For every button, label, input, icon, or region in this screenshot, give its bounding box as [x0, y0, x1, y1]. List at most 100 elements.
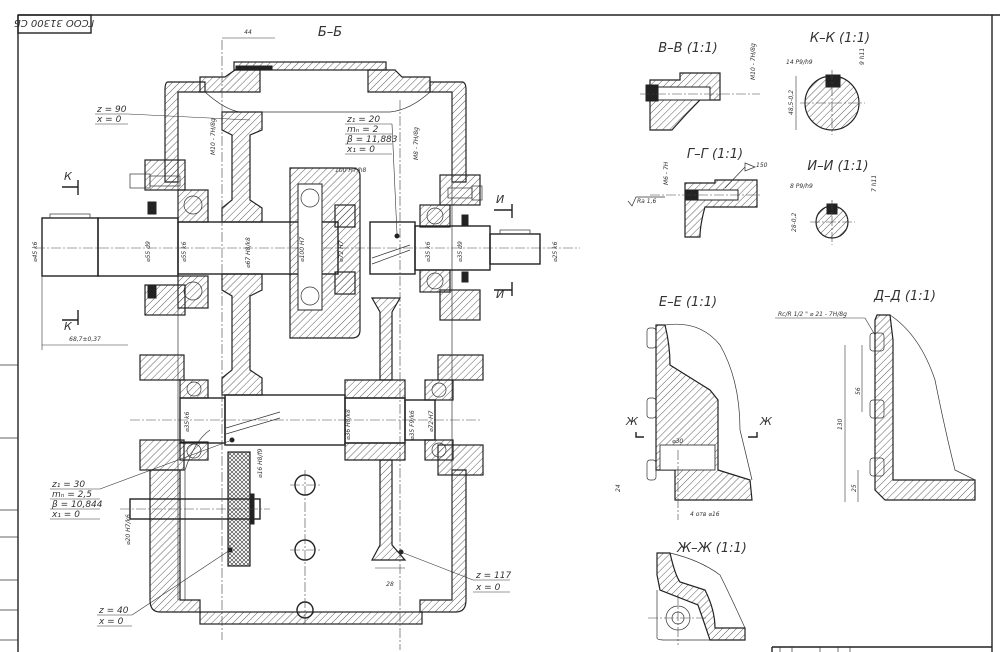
- svg-text:⌀100 H7: ⌀100 H7: [299, 237, 306, 262]
- view-g-g: Г–Г (1:1) M6 - 7H Ra 1,6 150: [627, 147, 768, 238]
- svg-text:mₙ = 2,5: mₙ = 2,5: [52, 490, 92, 500]
- dimension-labels-upper: ⌀45 k6 ⌀55 d9 ⌀55 k6 ⌀67 H8/k8 ⌀100 H7 1…: [32, 118, 559, 268]
- gear-table-z1-20: z₁ = 20 mₙ = 2 β = 11,883 x₁ = 0: [345, 115, 398, 235]
- svg-text:β = 11,883: β = 11,883: [346, 135, 398, 145]
- svg-text:⌀30: ⌀30: [672, 438, 683, 445]
- svg-text:β = 10,844: β = 10,844: [51, 500, 103, 510]
- svg-text:z = 90: z = 90: [96, 105, 127, 115]
- dimension-44: 44: [222, 29, 275, 39]
- gear-table-z1-30: z₁ = 30 mₙ = 2,5 β = 10,844 x₁ = 0: [50, 439, 233, 520]
- svg-text:⌀20 H7/k6: ⌀20 H7/k6: [125, 514, 132, 545]
- svg-text:7 h11: 7 h11: [871, 175, 878, 192]
- svg-text:В–В (1:1): В–В (1:1): [658, 41, 718, 56]
- svg-text:Г–Г (1:1): Г–Г (1:1): [687, 147, 743, 162]
- svg-text:M10 - 7H/8g: M10 - 7H/8g: [750, 43, 757, 80]
- svg-text:⌀35 d9: ⌀35 d9: [457, 241, 464, 262]
- svg-text:⌀72 H7: ⌀72 H7: [338, 240, 345, 262]
- svg-text:28-0,2: 28-0,2: [791, 212, 798, 232]
- svg-text:4 отв ⌀16: 4 отв ⌀16: [690, 511, 720, 518]
- svg-text:⌀72 H7: ⌀72 H7: [428, 410, 435, 432]
- svg-text:M10 - 7H/8g: M10 - 7H/8g: [210, 118, 217, 155]
- svg-text:⌀25 k6: ⌀25 k6: [552, 241, 559, 262]
- bearing-left-bottom: [177, 275, 209, 309]
- svg-text:130: 130: [837, 418, 844, 430]
- pinion-shaft-upper: [369, 185, 541, 293]
- stamp-box: ГСОО 31300 СБ: [14, 14, 94, 34]
- svg-text:M8 - 7H/8g: M8 - 7H/8g: [413, 127, 420, 160]
- title-block: [771, 646, 992, 652]
- view-v-v: В–В (1:1) M10 - 7H/8g: [640, 41, 760, 131]
- svg-text:К: К: [64, 320, 73, 333]
- svg-text:14 P9/h9: 14 P9/h9: [786, 59, 813, 66]
- svg-text:И–И (1:1): И–И (1:1): [807, 159, 868, 174]
- svg-text:Rc/R 1/2 " ⌀ 21 - 7H/8g: Rc/R 1/2 " ⌀ 21 - 7H/8g: [778, 311, 847, 318]
- svg-text:⌀16 H8/f9: ⌀16 H8/f9: [257, 448, 264, 478]
- svg-text:9 h11: 9 h11: [859, 48, 866, 65]
- gearbox-housing: [139, 61, 484, 625]
- sheet-frame: [0, 14, 1000, 652]
- lower-shaft: [130, 379, 480, 461]
- view-i-i: И–И (1:1) 8 P9/h9 7 h11 28-0,2: [790, 159, 878, 245]
- svg-text:x = 0: x = 0: [98, 617, 124, 627]
- gear-z90: [221, 111, 263, 396]
- section-marker-i-bottom: И: [494, 282, 513, 301]
- dimension-shaft-length: 68,7±0,37: [41, 276, 128, 350]
- svg-text:z₁ = 30: z₁ = 30: [51, 480, 85, 490]
- svg-text:К: К: [64, 170, 73, 183]
- svg-text:Ж–Ж (1:1): Ж–Ж (1:1): [676, 541, 747, 556]
- svg-text:x₁ = 0: x₁ = 0: [346, 145, 375, 155]
- view-zh-zh: Ж–Ж (1:1): [648, 541, 747, 645]
- gear-table-z40: z = 40 x = 0: [97, 549, 231, 627]
- svg-text:z = 40: z = 40: [98, 606, 129, 616]
- section-marker-k-top: К: [62, 170, 79, 195]
- stamp-text: ГСОО 31300 СБ: [14, 17, 94, 28]
- svg-text:И: И: [496, 193, 504, 206]
- svg-text:⌀35 F9/k6: ⌀35 F9/k6: [409, 410, 416, 440]
- svg-text:Е–Е (1:1): Е–Е (1:1): [659, 295, 717, 310]
- svg-text:x = 0: x = 0: [96, 115, 122, 125]
- svg-text:z₁ = 20: z₁ = 20: [346, 115, 380, 125]
- section-marker-k-bottom: К: [62, 310, 79, 333]
- svg-text:⌀55 d9: ⌀55 d9: [145, 241, 152, 262]
- gear-z40: [120, 451, 270, 567]
- view-d-d: Д–Д (1:1) Rc/R 1/2 " ⌀ 21 - 7H/8g 56 130…: [775, 289, 976, 502]
- svg-text:100 H7/h8: 100 H7/h8: [335, 167, 367, 174]
- svg-text:Ж: Ж: [625, 415, 639, 428]
- svg-text:⌀35 k6: ⌀35 k6: [184, 411, 191, 432]
- housing-holes: [290, 470, 320, 625]
- svg-text:M6 - 7H: M6 - 7H: [663, 161, 670, 185]
- gear-table-z117: z = 117 x = 0: [400, 551, 511, 593]
- svg-text:Ж: Ж: [759, 415, 773, 428]
- view-k-k: К–К (1:1) 14 P9/h9 9 h11 48,5-0,2: [786, 31, 870, 135]
- svg-text:⌀36 H8/k8: ⌀36 H8/k8: [345, 409, 352, 440]
- svg-text:28: 28: [386, 581, 394, 588]
- view-e-e: Е–Е (1:1) Ж Ж ⌀30 4 отв ⌀16 24: [615, 295, 773, 520]
- svg-text:⌀67 H8/k8: ⌀67 H8/k8: [245, 237, 252, 268]
- svg-text:Д–Д (1:1): Д–Д (1:1): [873, 289, 936, 304]
- svg-text:68,7±0,37: 68,7±0,37: [69, 336, 101, 343]
- gear-z117: [344, 297, 407, 561]
- svg-text:x₁ = 0: x₁ = 0: [51, 510, 80, 520]
- svg-text:К–К (1:1): К–К (1:1): [810, 31, 870, 46]
- gear-table-z90: z = 90 x = 0: [95, 105, 251, 125]
- svg-text:25: 25: [851, 484, 858, 492]
- svg-text:44: 44: [244, 29, 252, 36]
- svg-text:z = 117: z = 117: [475, 571, 511, 581]
- svg-text:8 P9/h9: 8 P9/h9: [790, 183, 813, 190]
- svg-text:⌀35 k6: ⌀35 k6: [425, 241, 432, 262]
- svg-text:⌀45 k6: ⌀45 k6: [32, 241, 39, 262]
- section-marker-i-top: И: [494, 193, 513, 218]
- svg-text:⌀55 k6: ⌀55 k6: [181, 241, 188, 262]
- svg-text:48,5-0,2: 48,5-0,2: [788, 90, 795, 115]
- svg-text:x = 0: x = 0: [475, 583, 501, 593]
- dimension-labels-lower: ⌀35 k6 ⌀36 H8/k8 ⌀35 F9/k6 ⌀72 H7 ⌀16 H8…: [125, 409, 435, 588]
- svg-text:56: 56: [855, 387, 862, 395]
- svg-text:Ra 1,6: Ra 1,6: [637, 198, 656, 205]
- input-shaft: [35, 173, 580, 309]
- main-section-title: Б–Б: [318, 25, 342, 40]
- svg-text:mₙ = 2: mₙ = 2: [347, 125, 379, 135]
- bearing-block-center: [289, 167, 361, 339]
- svg-text:24: 24: [615, 484, 622, 492]
- svg-text:150: 150: [756, 162, 768, 169]
